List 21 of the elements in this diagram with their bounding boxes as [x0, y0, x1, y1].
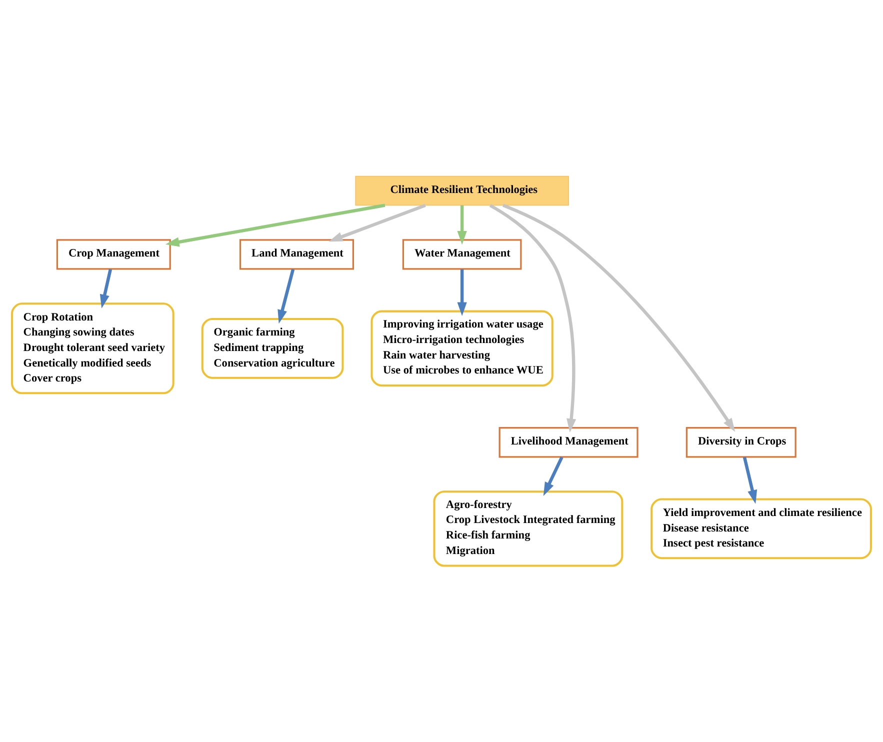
node-box: Crop Rotation Changing sowing dates Drought tolerant seed variety Genetically modified seeds Cover crops	[11, 302, 174, 394]
node-box: Water Management	[402, 239, 522, 270]
node-box: Diversity in Crops	[686, 427, 796, 458]
node-box: Yield improvement and climate resilience Disease resistance Insect pest resistance	[650, 498, 872, 560]
node-box: Crop Management	[56, 239, 171, 270]
node-box: Improving irrigation water usage Micro-irrigation technologies Rain water harvesting Use of microbes to enhance WUE	[370, 310, 554, 387]
arrow	[543, 456, 564, 496]
node-box: Climate Resilient Technologies	[355, 176, 569, 206]
arrow	[502, 204, 736, 432]
arrow	[489, 204, 576, 432]
node-box: Agro-forestry Crop Livestock Integrated farming Rice-fish farming Migration	[433, 490, 624, 567]
node-box: Livelihood Management	[498, 427, 638, 458]
node-box: Land Management	[239, 239, 354, 270]
arrow	[328, 204, 426, 242]
arrow	[165, 204, 386, 247]
arrow	[100, 268, 112, 308]
node-box: Organic farming Sediment trapping Conservation agriculture	[201, 318, 344, 379]
arrow	[278, 268, 295, 324]
arrow	[742, 456, 758, 504]
arrow	[457, 205, 467, 245]
arrow	[457, 269, 467, 316]
